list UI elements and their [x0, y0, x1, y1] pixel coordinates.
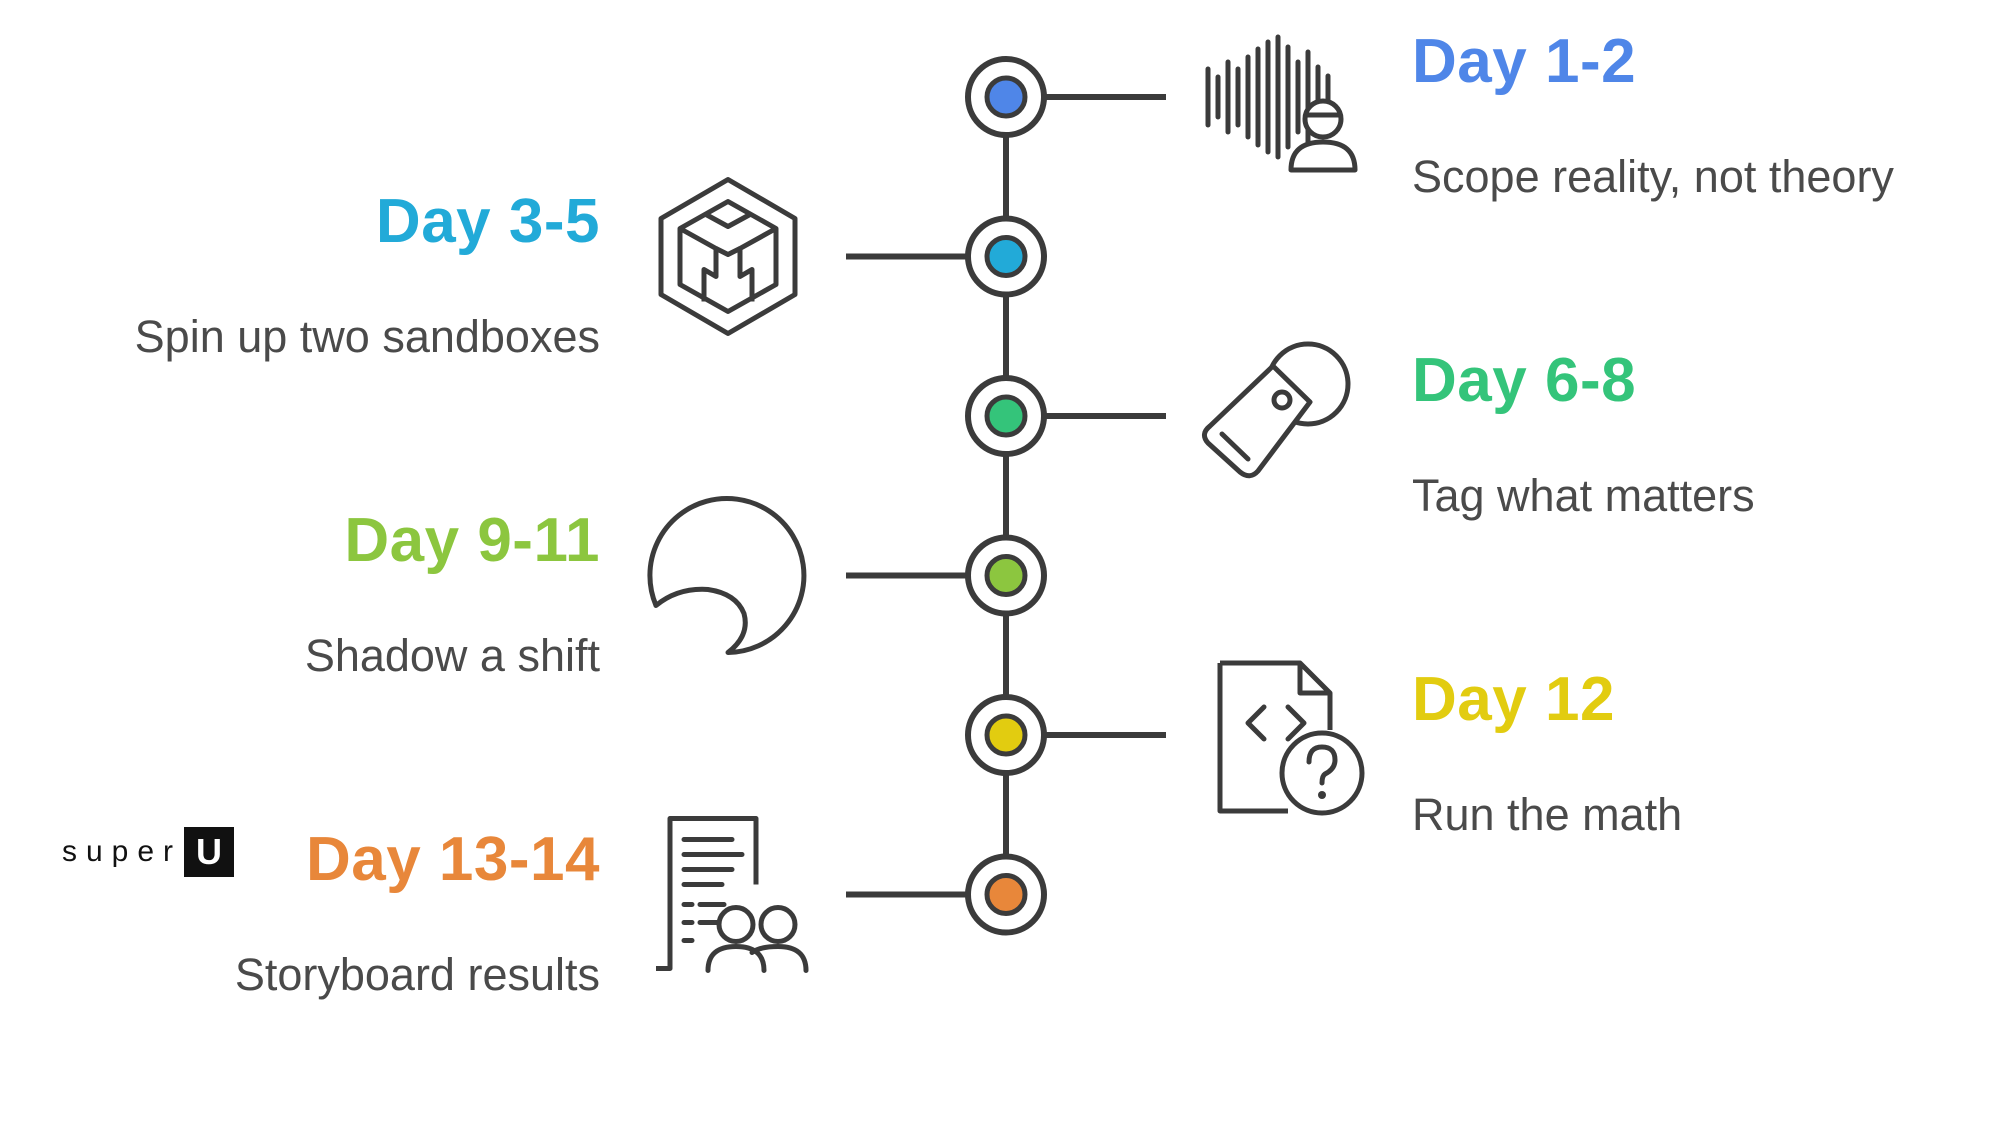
milestone-node-dot: [984, 75, 1028, 119]
milestone-node-dot: [984, 873, 1028, 916]
milestone-title: Day 3-5: [375, 186, 600, 256]
milestone-node-dot: [984, 235, 1028, 278]
shadow-circle-icon: [647, 496, 807, 655]
milestone-title: Day 1-2: [1412, 27, 1637, 96]
milestone-title: Day 6-8: [1412, 346, 1637, 415]
milestone-description: Shadow a shift: [304, 629, 600, 681]
milestone-title: Day 12: [1412, 665, 1615, 734]
document-people-icon: [656, 816, 809, 973]
milestone-description: Spin up two sandboxes: [134, 310, 600, 362]
milestone-title: Day 13-14: [305, 824, 600, 894]
milestone-description: Run the math: [1412, 789, 1683, 840]
code-file-question-icon: [1217, 660, 1365, 816]
tag-icon: [1202, 341, 1351, 479]
milestone-description: Storyboard results: [234, 948, 600, 1000]
milestone-node-dot: [984, 394, 1028, 438]
milestone-node-dot: [984, 554, 1028, 597]
milestone-title: Day 9-11: [344, 505, 600, 575]
milestone-description: Tag what matters: [1412, 470, 1755, 521]
milestone-node-dot: [984, 713, 1028, 757]
soundwave-person-icon: [1205, 34, 1358, 173]
logo-text: super: [62, 835, 183, 868]
superu-logo: super U: [62, 827, 235, 877]
milestone-description: Scope reality, not theory: [1412, 151, 1894, 202]
cube-icon: [658, 177, 798, 336]
logo-badge: U: [184, 827, 235, 877]
